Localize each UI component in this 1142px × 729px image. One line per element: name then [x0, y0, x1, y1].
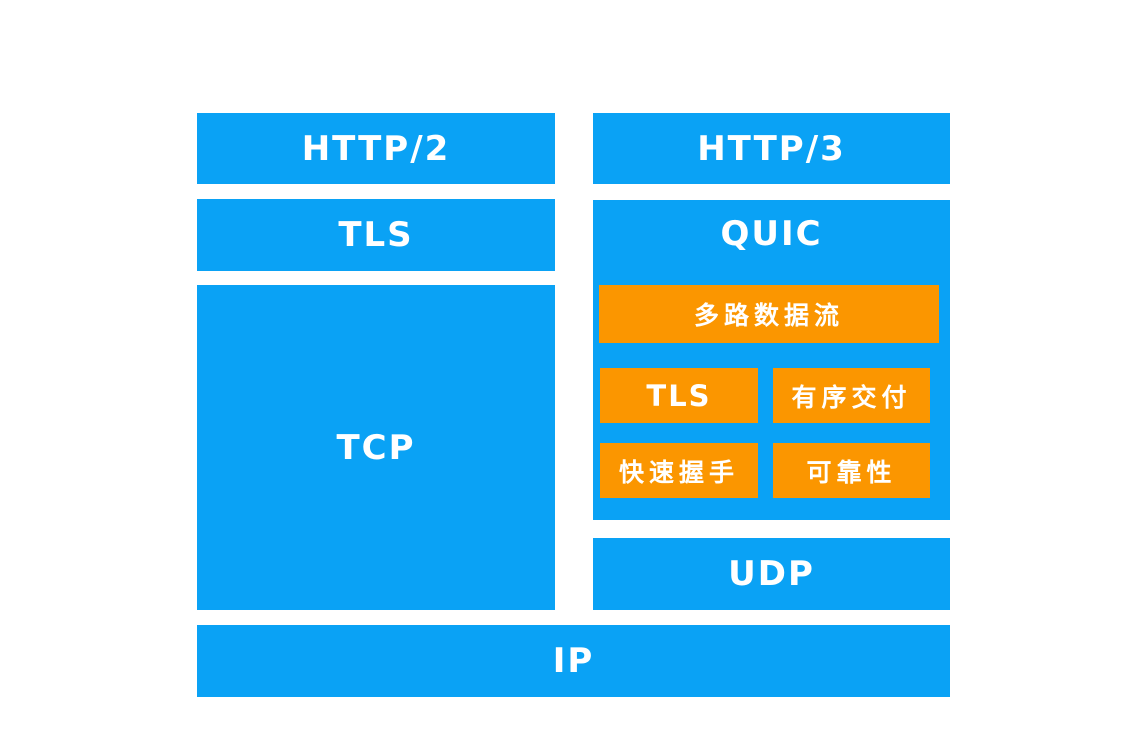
udp-layer-box: UDP: [593, 538, 950, 610]
udp-label: UDP: [728, 554, 815, 594]
tls-layer-box: TLS: [197, 199, 555, 271]
tcp-label: TCP: [336, 427, 416, 468]
http2-label: HTTP/2: [301, 128, 451, 169]
quic-feature-ordered-delivery-label: 有序交付: [791, 382, 912, 412]
quic-feature-ordered-delivery-box: 有序交付: [773, 368, 930, 423]
http3-label: HTTP/3: [697, 128, 846, 169]
quic-feature-multiplex-box: 多路数据流: [599, 285, 939, 343]
quic-feature-fast-handshake-label: 快速握手: [618, 457, 739, 487]
http3-layer-box: HTTP/3: [593, 113, 950, 184]
quic-feature-fast-handshake-box: 快速握手: [600, 443, 758, 498]
quic-feature-tls-label: TLS: [646, 378, 712, 413]
quic-feature-reliability-label: 可靠性: [806, 457, 897, 487]
quic-feature-tls-box: TLS: [600, 368, 758, 423]
tcp-layer-box: TCP: [197, 285, 555, 610]
http2-layer-box: HTTP/2: [197, 113, 555, 184]
ip-label: IP: [552, 641, 595, 681]
quic-feature-reliability-box: 可靠性: [773, 443, 930, 498]
quic-feature-multiplex-label: 多路数据流: [693, 301, 844, 330]
quic-layer-box: QUIC 多路数据流 TLS 有序交付 快速握手 可靠性: [593, 200, 950, 520]
quic-label: QUIC: [720, 214, 823, 254]
tls-label: TLS: [338, 215, 414, 255]
ip-layer-box: IP: [197, 625, 950, 697]
